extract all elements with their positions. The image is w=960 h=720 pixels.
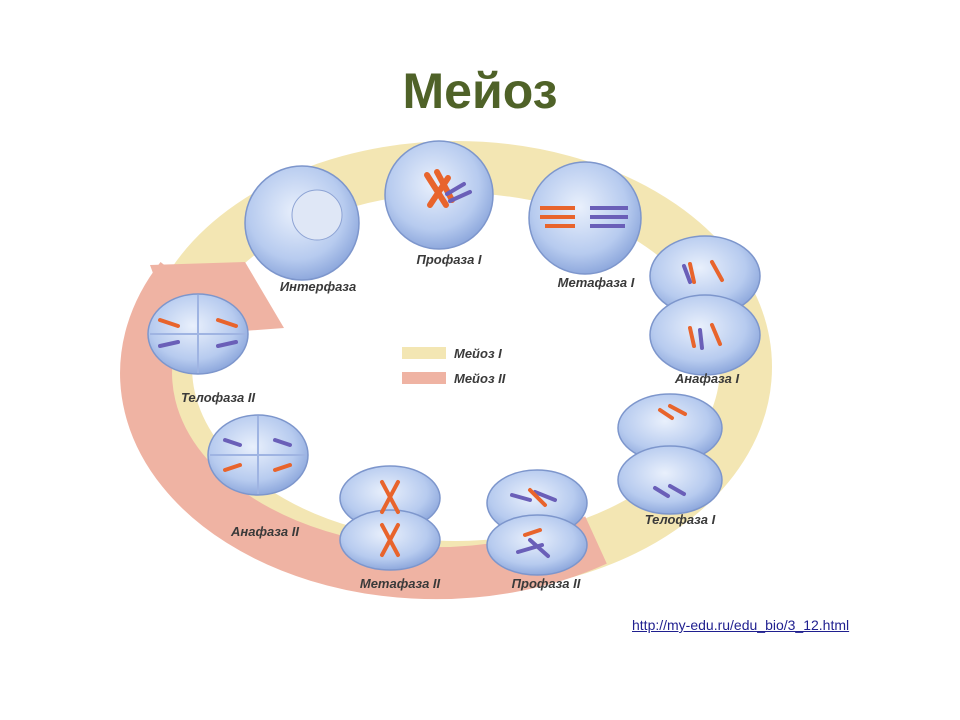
meiosis2-ring xyxy=(120,261,607,600)
label-prophase2: Профаза II xyxy=(512,576,581,591)
source-link[interactable]: http://my-edu.ru/edu_bio/3_12.html xyxy=(632,617,850,633)
label-telophase2: Телофаза II xyxy=(181,390,256,405)
cell-metaphase2 xyxy=(339,465,441,571)
legend-swatch-meiosis1 xyxy=(402,347,446,359)
cell-telophase1 xyxy=(617,393,723,515)
page-title: Мейоз xyxy=(402,63,558,119)
cell-telophase2 xyxy=(147,293,249,375)
cell-anaphase2 xyxy=(207,414,309,496)
legend: Мейоз I Мейоз II xyxy=(402,346,506,386)
label-telophase1: Телофаза I xyxy=(645,512,716,527)
label-interphase: Интерфаза xyxy=(280,279,356,294)
cell-interphase xyxy=(244,165,360,281)
cell-anaphase1 xyxy=(649,235,761,376)
label-metaphase1: Метафаза I xyxy=(558,275,635,290)
legend-label-meiosis1: Мейоз I xyxy=(454,346,502,361)
label-metaphase2: Метафаза II xyxy=(360,576,441,591)
legend-swatch-meiosis2 xyxy=(402,372,446,384)
legend-label-meiosis2: Мейоз II xyxy=(454,371,506,386)
label-prophase1: Профаза I xyxy=(416,252,481,267)
cell-prophase1 xyxy=(384,140,494,250)
label-anaphase2: Анафаза II xyxy=(230,524,299,539)
label-anaphase1: Анафаза I xyxy=(674,371,740,386)
cell-metaphase1 xyxy=(528,161,642,275)
cell-prophase2 xyxy=(486,469,588,576)
